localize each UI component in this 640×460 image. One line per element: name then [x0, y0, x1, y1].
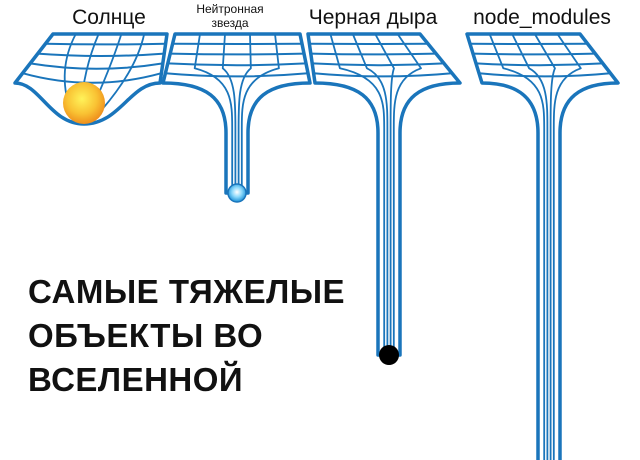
- grid-line: [193, 33, 234, 193]
- grid-line: [392, 33, 422, 355]
- sun-spacetime-grid: [13, 32, 169, 126]
- grid-line: [475, 62, 603, 67]
- headline-line-1: САМЫЕ ТЯЖЕЛЫЕ: [28, 273, 346, 310]
- grid-line: [167, 62, 307, 67]
- grid-line: [478, 72, 611, 78]
- grid-line: [374, 33, 395, 355]
- grid-line: [313, 72, 453, 78]
- grid-line: [221, 33, 237, 193]
- grid-line: [45, 42, 166, 46]
- headline: САМЫЕ ТЯЖЕЛЫЕ ОБЪЕКТЫ ВО ВСЕЛЕННОЙ: [28, 270, 345, 402]
- label-black-hole: Черная дыра: [308, 6, 438, 29]
- grid-line: [312, 62, 445, 67]
- grid-line: [237, 33, 252, 193]
- grid-line: [310, 52, 437, 56]
- label-neutron-star-line2: звезда: [211, 16, 249, 30]
- grid-line: [170, 52, 305, 56]
- grid-line: [351, 33, 389, 355]
- grid-line: [22, 72, 162, 84]
- label-neutron-star: Нейтронная звезда: [196, 2, 263, 30]
- label-neutron-star-line1: Нейтронная: [196, 2, 264, 16]
- grid-outline: [13, 32, 169, 126]
- grid-line: [37, 52, 165, 57]
- grid-line: [552, 33, 582, 460]
- grid-line: [100, 33, 146, 111]
- grid-line: [511, 33, 549, 460]
- grid-outline: [161, 32, 312, 195]
- grid-line: [488, 33, 546, 460]
- neutron-star-spacetime-grid: [161, 32, 312, 195]
- label-node-modules: node_modules: [473, 6, 611, 29]
- grid-line: [472, 52, 596, 56]
- headline-line-3: ВСЕЛЕННОЙ: [28, 361, 244, 398]
- label-sun: Солнце: [72, 6, 146, 29]
- grid-line: [329, 33, 386, 355]
- grid-line: [165, 72, 309, 78]
- grid-line: [240, 33, 280, 193]
- sun-ball: [63, 82, 105, 124]
- neutron-star-ball: [227, 183, 247, 203]
- grid-line: [30, 62, 163, 70]
- headline-line-2: ОБЪЕКТЫ ВО: [28, 317, 264, 354]
- black-hole-ball: [379, 345, 399, 365]
- node-modules-spacetime-grid: [465, 32, 620, 460]
- grid-line: [534, 33, 556, 460]
- grid-outline: [465, 32, 620, 460]
